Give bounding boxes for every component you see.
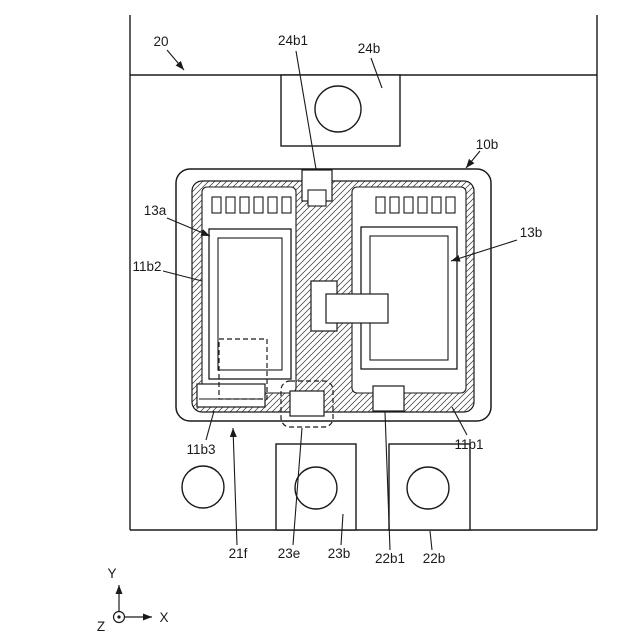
- terminal-pad-22b: [388, 443, 471, 531]
- right-pad-5: [431, 196, 442, 214]
- leader-line-10b: [465, 150, 481, 169]
- ref-label-13b: 13b: [520, 225, 543, 240]
- terminal-hole-24b: [314, 85, 362, 133]
- leader-line-22b: [429, 530, 433, 551]
- terminal-hole-left: [181, 465, 225, 509]
- pad-23e: [289, 390, 325, 417]
- ref-label-21f: 21f: [229, 546, 248, 561]
- ref-label-22b: 22b: [423, 551, 446, 566]
- leader-line-24b: [370, 57, 383, 89]
- ref-label-11b2: 11b2: [132, 259, 161, 274]
- right-pad-4: [417, 196, 428, 214]
- right-pad-3: [403, 196, 414, 214]
- leader-line-22b1: [384, 411, 391, 551]
- connector-horizontal: [325, 293, 389, 324]
- ref-label-20: 20: [153, 34, 168, 49]
- left-pad-4: [253, 196, 264, 214]
- ref-label-11b1: 11b1: [454, 437, 483, 452]
- left-pad-6: [281, 196, 292, 214]
- leader-line-21f: [229, 427, 238, 546]
- ref-label-24b1: 24b1: [278, 33, 308, 48]
- ref-label-10b: 10b: [476, 137, 499, 152]
- pad-23e-dashed-outline: [280, 380, 334, 428]
- right-pad-6: [445, 196, 456, 214]
- ref-label-24b: 24b: [358, 41, 381, 56]
- axis-x-label: X: [159, 610, 168, 625]
- leader-line-13b: [450, 239, 518, 262]
- axis-y-label: Y: [107, 566, 116, 581]
- axis-z-dot: [117, 615, 121, 619]
- die-13a-inner: [217, 237, 283, 371]
- terminal-hole-23b: [294, 466, 338, 510]
- right-pad-1: [375, 196, 386, 214]
- leader-line-11b2: [162, 270, 203, 282]
- left-pad-2: [225, 196, 236, 214]
- ref-label-23e: 23e: [278, 546, 301, 561]
- leader-line-11b3: [205, 410, 215, 441]
- leader-line-11b1: [451, 406, 468, 436]
- leader-line-13a: [166, 217, 211, 237]
- left-pad-1: [211, 196, 222, 214]
- pad-22b1: [372, 385, 405, 412]
- left-pad-3: [239, 196, 250, 214]
- ref-label-13a: 13a: [144, 203, 167, 218]
- bottom-strip-11b3: [196, 383, 266, 408]
- leader-line-23b: [340, 513, 344, 546]
- leader-line-20: [166, 49, 185, 71]
- left-pad-5: [267, 196, 278, 214]
- axis-z-label: Z: [97, 619, 105, 634]
- leader-line-24b1: [295, 50, 317, 170]
- ref-label-23b: 23b: [328, 546, 351, 561]
- ref-label-22b1: 22b1: [375, 551, 405, 566]
- ref-label-11b3: 11b3: [186, 442, 215, 457]
- right-pad-2: [389, 196, 400, 214]
- leader-line-23e: [292, 427, 303, 546]
- terminal-hole-22b: [406, 466, 450, 510]
- top-tab-24b1-inner: [307, 189, 327, 207]
- hidden-feature-dashed-rect: [218, 338, 268, 400]
